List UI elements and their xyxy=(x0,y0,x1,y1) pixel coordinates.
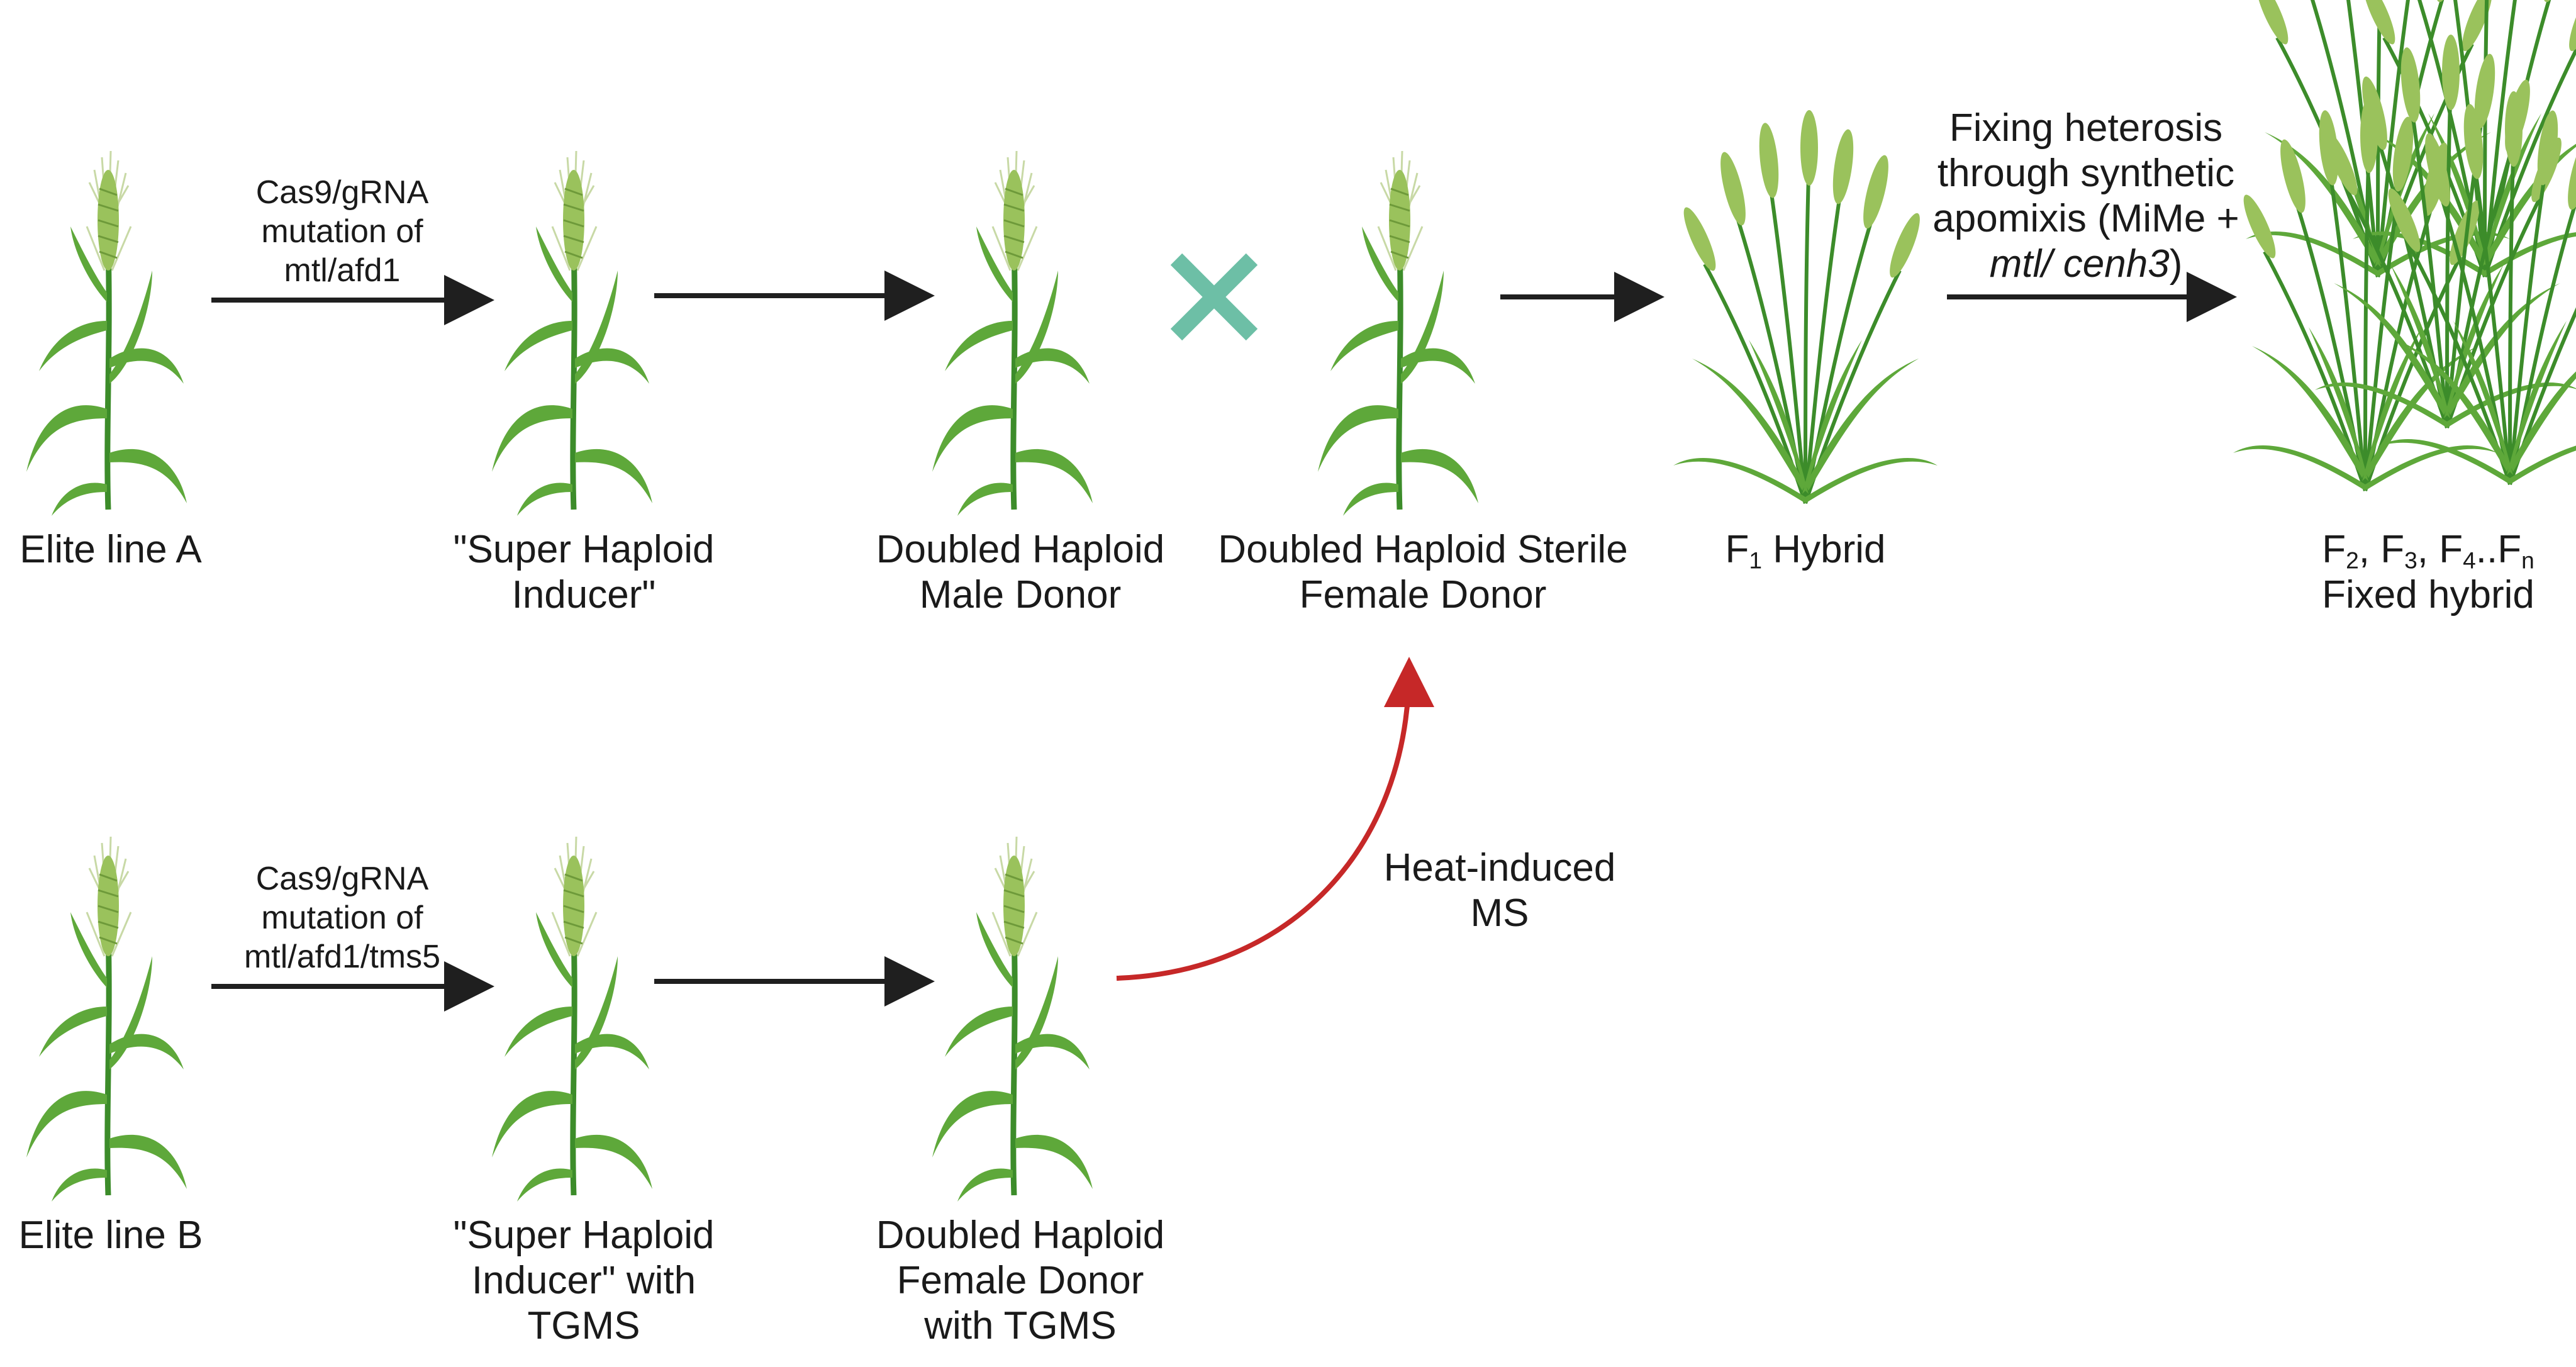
label-line: with TGMS xyxy=(924,1304,1117,1347)
generation-subscript: 2 xyxy=(2346,547,2359,574)
label-line: Elite line B xyxy=(18,1214,203,1257)
label-line: mutation of xyxy=(261,900,423,936)
label-line: Male Donor xyxy=(919,573,1122,617)
label-line: "Super Haploid xyxy=(453,1214,715,1257)
wheat-clump-icon xyxy=(1673,110,1938,503)
generation-separator: , xyxy=(2417,528,2439,571)
label-line: through synthetic xyxy=(1937,152,2235,195)
wheat-plant-icon xyxy=(26,151,187,516)
label-dh-female-donor-tgms: Doubled Haploid Female Donor with TGMS xyxy=(876,1213,1164,1349)
generation-label: F xyxy=(2322,528,2346,571)
generation-label: F xyxy=(2497,528,2522,571)
wheat-plant-icon xyxy=(492,151,652,516)
label-elite-line-a: Elite line A xyxy=(20,527,202,572)
label-line: Doubled Haploid xyxy=(876,528,1165,571)
gene-name: mtl/ xyxy=(1989,242,2053,286)
label-line: Fixing heterosis xyxy=(1949,106,2223,150)
generation-list: F2, F3, F4..Fn xyxy=(2322,527,2534,572)
label-line: Female Donor xyxy=(1299,573,1547,617)
label-line: Cas9/gRNA xyxy=(255,174,429,211)
label-elite-line-b: Elite line B xyxy=(19,1213,203,1258)
label-dh-male-donor: Doubled Haploid Male Donor xyxy=(876,527,1164,618)
label-line: TGMS xyxy=(527,1304,640,1347)
arrow-label-cas9-b: Cas9/gRNA mutation of mtl/afd1/tms5 xyxy=(244,859,440,976)
generation-subscript: n xyxy=(2521,547,2534,574)
wheat-plant-icon xyxy=(932,837,1093,1202)
label-text: ) xyxy=(2169,242,2183,286)
label-line: MS xyxy=(1470,891,1529,935)
generation-label: F xyxy=(2380,528,2405,571)
label-text: F xyxy=(1725,528,1749,571)
label-line: Cas9/gRNA xyxy=(255,861,429,897)
gene-name: cenh3 xyxy=(2052,242,2170,286)
wheat-field-icon xyxy=(2233,0,2576,491)
arrow-label-apomixis: Fixing heterosis through synthetic apomi… xyxy=(1932,106,2239,287)
label-subscript: 1 xyxy=(1749,547,1763,574)
label-f1-hybrid: F1 Hybrid xyxy=(1726,527,1886,572)
label-text: Hybrid xyxy=(1762,528,1886,571)
label-line: apomixis (MiMe + xyxy=(1932,197,2239,240)
wheat-plant-icon xyxy=(1318,151,1478,516)
label-line: "Super Haploid xyxy=(453,528,715,571)
generation-subscript: 4 xyxy=(2463,547,2476,574)
label-line: Doubled Haploid Sterile xyxy=(1218,528,1628,571)
cross-icon xyxy=(1170,253,1258,341)
arrow-label-heat-induced: Heat-induced MS xyxy=(1384,845,1616,936)
generation-separator: , xyxy=(2358,528,2381,571)
generation-separator: .. xyxy=(2475,528,2498,571)
arrow-label-cas9-a: Cas9/gRNA mutation of mtl/afd1 xyxy=(256,173,429,290)
label-line: mtl/ cenh3) xyxy=(1932,242,2239,287)
wheat-plant-icon xyxy=(26,837,187,1202)
wheat-plant-icon xyxy=(932,151,1093,516)
label-line: Inducer" with xyxy=(471,1259,696,1302)
label-dh-sterile-female-donor: Doubled Haploid Sterile Female Donor xyxy=(1218,527,1627,618)
label-line: Heat-induced xyxy=(1383,846,1616,890)
arrow-heat-induced xyxy=(1116,657,1434,981)
label-line: Inducer" xyxy=(511,573,656,617)
label-line: mtl/afd1 xyxy=(284,252,401,289)
label-fixed-hybrid: F2, F3, F4..Fn Fixed hybrid xyxy=(2322,527,2534,618)
label-line: mtl/afd1/tms5 xyxy=(243,939,441,975)
label-line: Female Donor xyxy=(896,1259,1144,1302)
label-line: mutation of xyxy=(261,213,423,250)
label-line: Elite line A xyxy=(20,528,202,571)
generation-subscript: 3 xyxy=(2404,547,2417,574)
label-line: Fixed hybrid xyxy=(2322,573,2534,617)
generation-label: F xyxy=(2439,528,2463,571)
label-super-haploid-inducer-tgms: "Super Haploid Inducer" with TGMS xyxy=(454,1213,715,1349)
wheat-plant-icon xyxy=(492,837,652,1202)
label-line: Doubled Haploid xyxy=(876,1214,1165,1257)
label-super-haploid-inducer-a: "Super Haploid Inducer" xyxy=(454,527,715,618)
